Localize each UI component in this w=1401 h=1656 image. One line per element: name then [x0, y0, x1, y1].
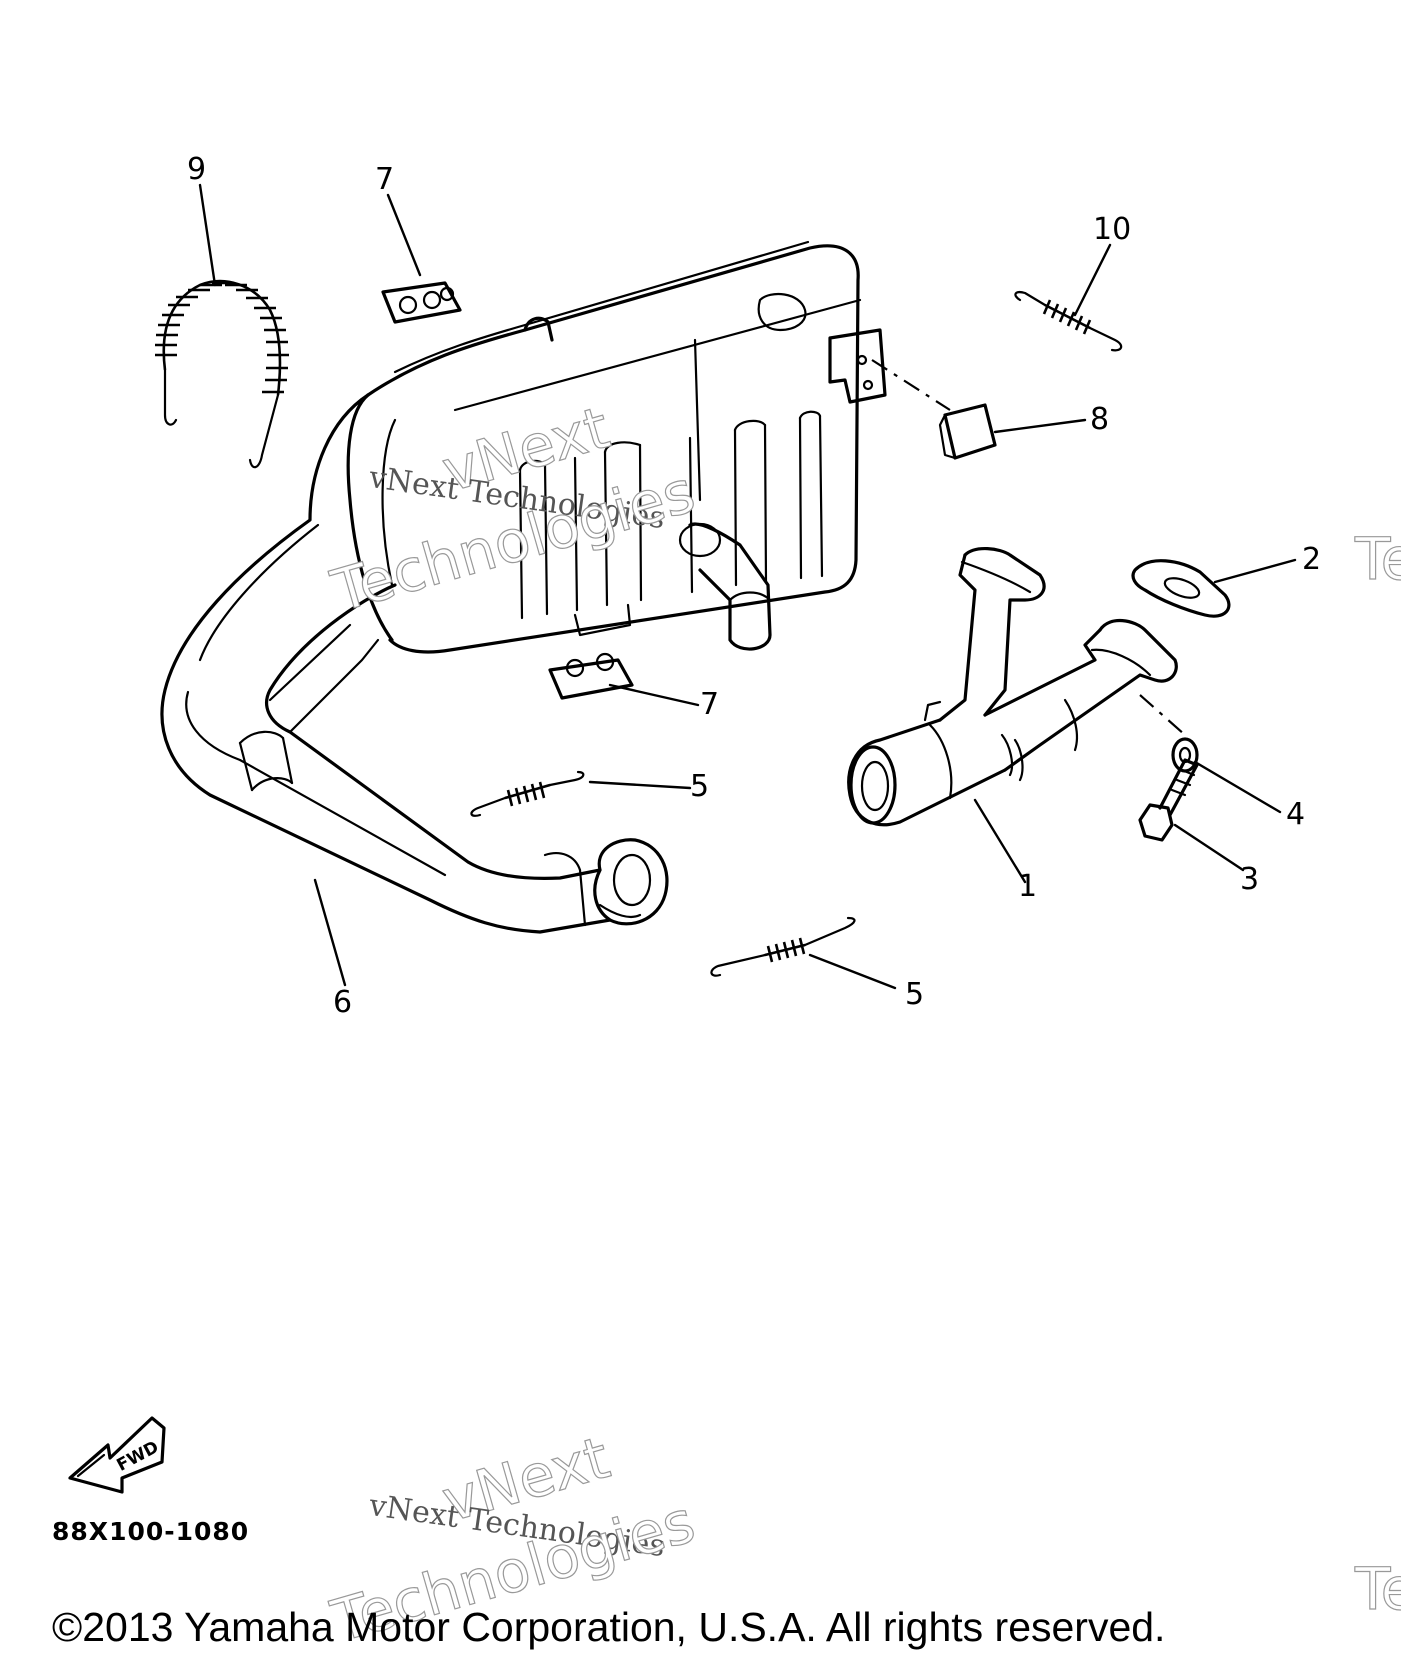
rubber-mount-bottom — [548, 652, 634, 700]
copyright-notice: ©2013 Yamaha Motor Corporation, U.S.A. A… — [52, 1604, 1166, 1650]
callout-10: 10 — [1093, 212, 1132, 247]
callout-8: 8 — [1090, 402, 1110, 437]
callout-7-top: 7 — [375, 162, 395, 197]
leader-lines — [198, 183, 1297, 990]
manifold-pipe — [847, 547, 1178, 827]
watermark-edge-lower: Te — [1354, 1554, 1401, 1623]
bolt — [1138, 758, 1199, 842]
rubber-mount-top — [381, 281, 462, 324]
callout-7-bottom: 7 — [700, 687, 720, 722]
gasket — [1131, 559, 1231, 618]
callout-5-upper: 5 — [690, 769, 710, 804]
spring-small-5a — [470, 770, 585, 817]
callout-4: 4 — [1286, 797, 1306, 832]
muffler — [346, 240, 887, 654]
damper-pad — [938, 403, 997, 460]
spring-small-5b — [710, 916, 856, 977]
callout-2: 2 — [1302, 542, 1322, 577]
spring-small-10 — [1014, 291, 1123, 352]
callout-3: 3 — [1240, 862, 1260, 897]
callout-9: 9 — [187, 152, 207, 187]
fwd-arrow — [68, 1416, 166, 1494]
washer — [1171, 737, 1199, 773]
callout-5-lower: 5 — [905, 977, 925, 1012]
watermark-edge-upper: Te — [1354, 524, 1401, 593]
callout-6: 6 — [333, 985, 353, 1020]
diagram-code: 88X100-1080 — [52, 1517, 250, 1546]
spring-large — [155, 279, 289, 469]
callout-1: 1 — [1018, 869, 1038, 904]
exhaust-pipe — [160, 393, 669, 934]
